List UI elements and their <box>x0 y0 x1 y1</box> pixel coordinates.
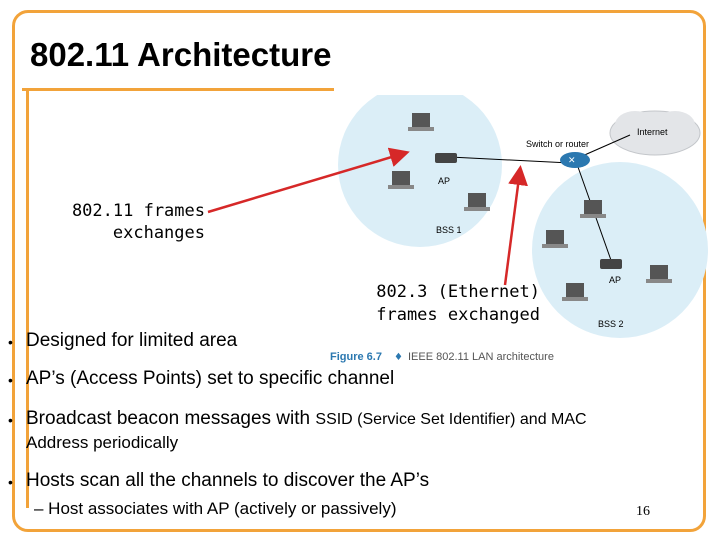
laptop-icon <box>646 265 672 283</box>
annotation-frames-line2: exchanges <box>112 223 205 243</box>
sub-bullet-associates: – Host associates with AP (actively or p… <box>34 499 397 518</box>
bullet-beacon: Broadcast beacon messages with SSID (Ser… <box>26 408 587 430</box>
laptop-icon <box>464 193 490 211</box>
bullet-beacon-ssid: SSID (Service Set Identifier) and MAC <box>315 411 587 428</box>
internet-label: Internet <box>637 127 668 137</box>
laptop-icon <box>408 113 434 131</box>
bss2-label: BSS 2 <box>598 319 624 329</box>
bullet-dot: • <box>8 334 13 350</box>
ap1-label: AP <box>438 176 450 186</box>
figure-caption-text: IEEE 802.11 LAN architecture <box>408 351 554 363</box>
arrow-to-router <box>503 165 528 286</box>
annotation-ethernet-line1: 802.3 (Ethernet) <box>376 282 540 302</box>
link-ap1-router <box>449 156 571 164</box>
left-accent-bar <box>26 88 29 508</box>
annotation-ethernet-line2: frames exchanged <box>376 305 540 325</box>
slide-title: 802.11 Architecture <box>30 36 332 73</box>
router-label: Switch or router <box>526 139 589 149</box>
laptop-icon <box>388 171 414 189</box>
ap1-icon <box>435 153 457 163</box>
annotation-frames-line1: 802.11 frames <box>71 201 205 221</box>
arrow-to-ap1 <box>207 147 410 214</box>
figure-caption-separator: ♦ <box>394 352 403 363</box>
internet-cloud <box>609 110 701 156</box>
bullet-dot: • <box>8 372 13 388</box>
page-number: 16 <box>636 504 650 519</box>
ap2-label: AP <box>609 275 621 285</box>
bullet-ap-channel: AP’s (Access Points) set to specific cha… <box>26 368 395 389</box>
bullet-dot: • <box>8 412 13 428</box>
laptop-icon <box>542 230 568 248</box>
bullet-dot: • <box>8 474 13 490</box>
bullet-limited-area: Designed for limited area <box>26 330 238 351</box>
ap2-icon <box>600 259 622 269</box>
laptop-icon <box>562 283 588 301</box>
link-router-internet <box>579 134 631 158</box>
network-diagram: Internet ✕ Switch or router AP BSS 1 AP … <box>330 95 708 363</box>
title-underline <box>22 24 334 91</box>
laptop-icon <box>580 200 606 218</box>
bss1-area <box>338 95 502 247</box>
router-icon <box>560 152 590 168</box>
bss1-label: BSS 1 <box>436 225 462 235</box>
bullet-beacon-main: Broadcast beacon messages with <box>26 408 316 429</box>
figure-caption-number: Figure 6.7 <box>330 351 382 363</box>
bullet-beacon-line2: Address periodically <box>26 433 179 452</box>
bullet-hosts-scan: Hosts scan all the channels to discover … <box>26 470 430 491</box>
svg-text:✕: ✕ <box>568 156 576 166</box>
